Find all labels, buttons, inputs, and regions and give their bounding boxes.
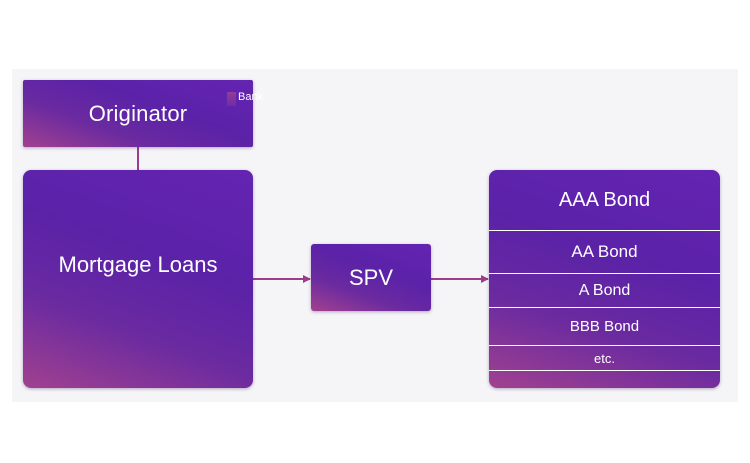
tranche-a: A Bond	[489, 274, 720, 308]
spv-label: SPV	[348, 264, 394, 290]
originator-box: Originator Bank	[23, 80, 263, 147]
bond-tranches-stack: AAA Bond AA Bond A Bond BBB Bond etc.	[489, 170, 720, 388]
bank-legend-label: Bank	[238, 91, 264, 103]
tranche-label: A Bond	[578, 281, 631, 299]
tranche-bbb: BBB Bond	[489, 308, 720, 346]
tranche-label: BBB Bond	[569, 318, 640, 335]
tranche-aa: AA Bond	[489, 231, 720, 274]
tranche-remaining	[489, 371, 720, 388]
spv-box: SPV	[311, 244, 431, 311]
tranche-label: AAA Bond	[558, 188, 651, 211]
bank-legend-swatch	[227, 92, 236, 106]
originator-label: Originator	[88, 100, 188, 126]
mortgage-loans-box: Mortgage Loans	[23, 170, 253, 388]
tranche-etc: etc.	[489, 346, 720, 371]
mortgage-loans-label: Mortgage Loans	[58, 252, 218, 277]
tranche-aaa: AAA Bond	[489, 170, 720, 231]
tranche-label: AA Bond	[571, 242, 638, 261]
tranche-label: etc.	[594, 350, 615, 366]
